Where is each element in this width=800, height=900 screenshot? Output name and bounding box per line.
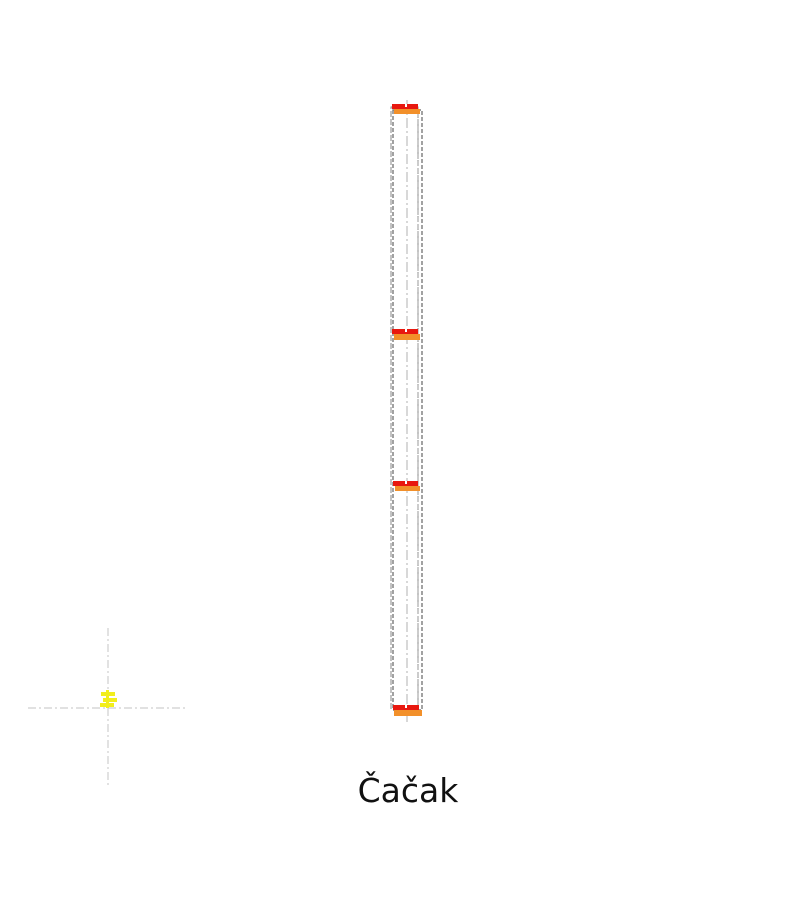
section-marker-icon (392, 329, 420, 340)
section-marker-icon (393, 705, 422, 716)
origin-marker-icon (100, 690, 117, 708)
section-marker-icon (393, 481, 420, 491)
section-marker-icon (392, 104, 420, 114)
place-label: Čačak (357, 771, 459, 810)
vertical-element (390, 100, 423, 724)
element-outline-inner (390, 106, 419, 710)
